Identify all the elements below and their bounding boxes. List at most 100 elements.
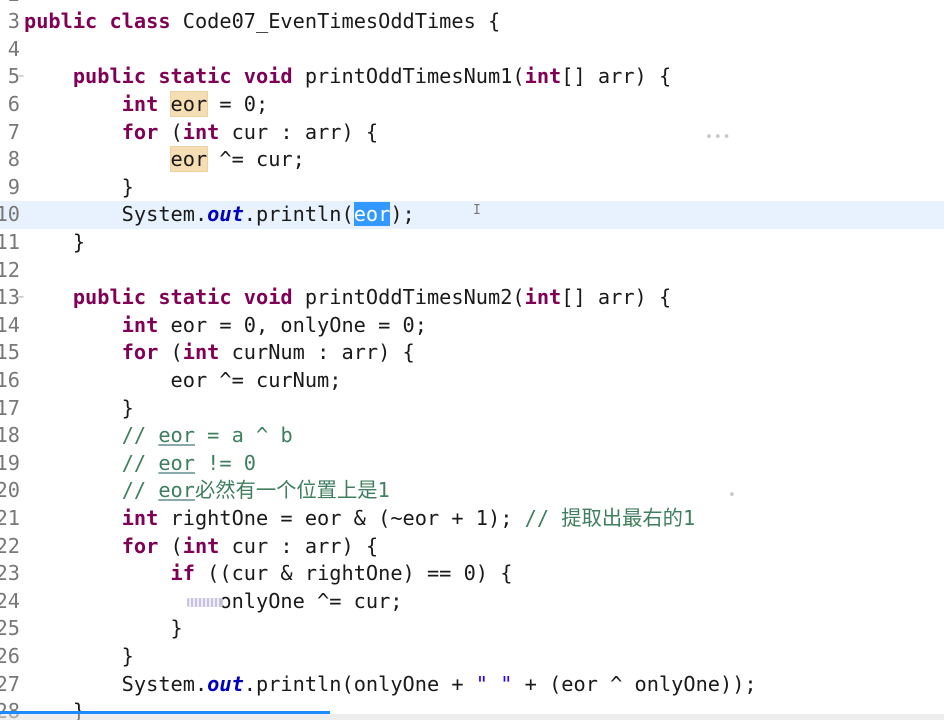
code-line[interactable]: 7 for (int cur : arr) { [0,119,944,147]
code-token: eor [158,423,195,448]
code-line[interactable]: 23 if ((cur & rightOne) == 0) { [0,560,944,588]
line-number: 6 [7,91,20,116]
code-line[interactable]: 10 System.out.println(eor); [0,201,944,229]
code-text[interactable]: int eor = 0; [24,91,268,119]
code-line[interactable]: 22 for (int cur : arr) { [0,533,944,561]
code-token [24,120,122,144]
code-line[interactable]: 18 // eor = a ^ b [0,422,944,450]
code-line[interactable]: 6 int eor = 0; [0,91,944,119]
code-line[interactable]: 26 } [0,643,944,671]
code-line[interactable]: 11 } [0,229,944,257]
video-progress-bar[interactable] [0,711,331,714]
line-number: 15 [0,340,20,365]
code-token: = a ^ b [194,423,293,448]
code-line[interactable]: 25 } [0,615,944,643]
code-text[interactable]: System.out.println(eor); [24,201,415,229]
code-text[interactable]: for (int cur : arr) { [24,119,378,147]
code-line[interactable]: 14 int eor = 0, onlyOne = 0; [0,312,944,340]
code-token: != 0 [194,450,257,475]
code-line[interactable]: 12 [0,257,944,285]
line-number: 3 [7,9,20,34]
code-token: // [121,423,159,448]
line-number: 13 [0,285,20,310]
code-text[interactable]: int rightOne = eor & (~eor + 1); // 提取出最… [24,505,695,533]
code-line[interactable]: 13− public static void printOddTimesNum2… [0,284,944,312]
code-text[interactable]: for (int curNum : arr) { [24,339,415,367]
code-text[interactable]: // eor必然有一个位置上是1 [24,477,390,505]
code-text[interactable]: // eor != 0 [24,450,256,478]
code-line[interactable]: 21 int rightOne = eor & (~eor + 1); // 提… [0,505,944,533]
code-token: public static void [72,64,305,89]
code-token: for [121,533,171,558]
code-token: } [24,174,134,199]
code-token: int [524,285,562,310]
code-token: [] arr) { [561,285,672,310]
video-progress-track[interactable] [0,714,944,720]
code-token: ^= cur; [207,147,305,172]
code-text[interactable]: public static void printOddTimesNum2(int… [24,284,671,312]
code-text[interactable]: } [24,174,134,202]
code-text[interactable]: public static void printOddTimesNum1(int… [24,63,671,91]
code-line[interactable]: 4 [0,36,944,64]
code-token: out [207,202,244,227]
code-token: ( [170,340,183,365]
code-token: ( [170,533,183,558]
code-text[interactable]: int eor = 0, onlyOne = 0; [24,312,427,340]
code-token [24,64,73,88]
line-number: 23 [0,561,20,586]
code-text[interactable]: onlyOne ^= cur; [24,588,402,616]
code-line[interactable]: 8 eor ^= cur; [0,146,944,174]
code-line[interactable]: 15 for (int curNum : arr) { [0,339,944,367]
code-token: eor [158,478,195,503]
fold-toggle-icon[interactable]: − [18,292,25,304]
line-number: 5 [7,64,20,89]
code-token: out [207,671,244,696]
code-text[interactable]: } [24,643,134,671]
code-token: eor [158,450,195,475]
code-line[interactable]: 19 // eor != 0 [0,450,944,478]
code-token [24,423,122,447]
fold-toggle-icon[interactable]: − [18,71,25,83]
line-number: 11 [0,229,20,254]
code-token: = 0; [207,91,269,116]
code-text[interactable]: if ((cur & rightOne) == 0) { [24,560,513,588]
code-line[interactable]: 20 // eor必然有一个位置上是1 [0,477,944,505]
code-token: int [182,533,232,558]
video-watermark [187,598,223,607]
code-token: // [121,478,159,503]
code-text[interactable]: System.out.println(onlyOne + " " + (eor … [24,671,757,699]
line-number: 4 [7,36,20,61]
code-text[interactable]: eor ^= cur; [24,146,305,174]
line-number: 26 [0,643,20,668]
line-number: 14 [0,312,20,337]
code-token: // [121,450,159,475]
line-number: 7 [7,119,20,144]
code-text[interactable]: eor ^= curNum; [24,367,342,395]
code-text[interactable]: } [24,229,85,257]
code-token: + (eor ^ onlyOne)); [512,671,757,696]
code-line[interactable]: 5− public static void printOddTimesNum1(… [0,63,944,91]
code-line[interactable]: 17 } [0,395,944,423]
code-token: ((cur & rightOne) == 0) { [207,561,513,586]
code-text[interactable]: // eor = a ^ b [24,422,293,450]
code-token [24,340,122,364]
line-number: 20 [0,478,20,503]
code-token: cur : arr) { [231,533,379,558]
code-line[interactable]: 24 onlyOne ^= cur; [0,588,944,616]
code-line[interactable]: 27 System.out.println(onlyOne + " " + (e… [0,671,944,699]
code-token: Code07_EvenTimesOddTimes { [182,9,501,34]
code-text[interactable]: public class Code07_EvenTimesOddTimes { [24,8,500,36]
code-line[interactable]: 9 } [0,174,944,202]
code-line[interactable]: 2 [0,0,944,8]
code-text[interactable]: for (int cur : arr) { [24,533,378,561]
code-token [24,534,122,558]
code-line[interactable]: 16 eor ^= curNum; [0,367,944,395]
line-number: 22 [0,533,20,558]
code-text[interactable]: } [24,395,134,423]
code-text[interactable]: } [24,615,183,643]
code-token: System. [24,671,208,696]
code-token: public static void [72,285,305,310]
line-number: 10 [0,202,20,227]
